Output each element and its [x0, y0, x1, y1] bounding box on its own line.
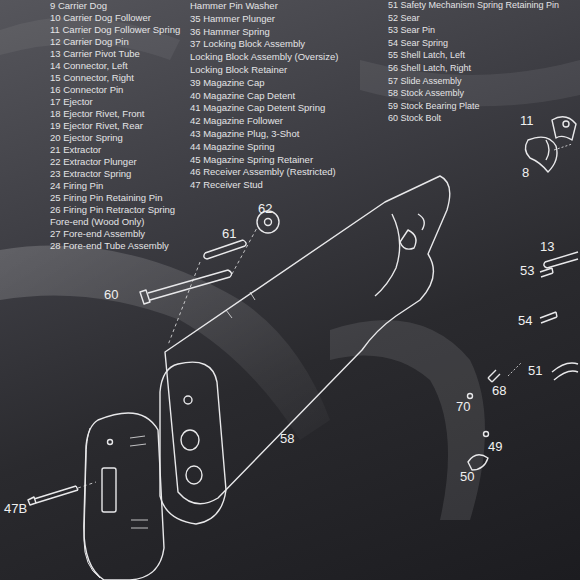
parts-list-item: 52 Sear: [388, 14, 420, 24]
parts-list-item: 20 Ejector Spring: [50, 133, 123, 143]
pin-hole: [563, 121, 569, 127]
parts-list-item: 9 Carrier Dog: [50, 1, 107, 11]
callout-number: 47B: [4, 502, 27, 516]
plate-hole: [186, 466, 202, 484]
pad-slot: [102, 468, 116, 512]
parts-list-item: 24 Firing Pin: [50, 181, 103, 191]
parts-list-item: 22 Extractor Plunger: [50, 157, 137, 167]
callout-number: 11: [520, 114, 534, 128]
callout-number: 8: [522, 166, 529, 180]
stock: [165, 176, 450, 504]
callout-number: 68: [492, 384, 506, 398]
alignment-line: [78, 482, 96, 488]
pivot-tube: [544, 252, 578, 268]
parts-list-item: 27 Fore-end Assembly: [50, 229, 145, 239]
parts-list-item: 12 Carrier Dog Pin: [50, 37, 129, 47]
parts-list-item: 11 Carrier Dog Follower Spring: [50, 25, 180, 35]
alignment-line: [508, 362, 522, 376]
stock-detail: [226, 292, 255, 318]
recoil-pad-edge: [84, 428, 100, 578]
part-outlines: [28, 117, 578, 580]
callout-number: 62: [258, 202, 272, 216]
stock-detail: [375, 214, 400, 296]
parts-list-item: 10 Carrier Dog Follower: [50, 13, 151, 23]
parts-list-item: 39 Magazine Cap: [190, 78, 264, 88]
sear-spring: [540, 312, 557, 323]
parts-list-item: 42 Magazine Follower: [190, 116, 283, 126]
alignment-line: [554, 144, 572, 150]
parts-list-item: Hammer Pin Washer: [190, 1, 278, 11]
parts-list-item: 51 Safety Mechanism Spring Retaining Pin: [388, 1, 559, 11]
parts-list-item: 36 Hammer Spring: [190, 27, 270, 37]
carrier-dog: [525, 137, 557, 172]
pin: [488, 370, 500, 382]
parts-list-item: 47 Receiver Stud: [190, 180, 263, 190]
callout-number: 54: [518, 314, 532, 328]
parts-list-item: 43 Magazine Plug, 3-Shot: [190, 129, 299, 139]
parts-list-item: 23 Extractor Spring: [50, 169, 131, 179]
callout-number: 49: [488, 440, 502, 454]
plate-hole: [184, 396, 192, 404]
callout-number: 13: [540, 240, 554, 254]
small-part: [468, 455, 488, 470]
parts-list-item: 56 Shell Latch, Right: [388, 64, 471, 74]
parts-list-item: 28 Fore-end Tube Assembly: [50, 241, 169, 251]
parts-list-item: 25 Firing Pin Retaining Pin: [50, 193, 162, 203]
parts-list-item: 60 Stock Bolt: [388, 114, 441, 124]
screw: [28, 486, 78, 505]
parts-list-item: Fore-end (Wood Only): [50, 217, 144, 227]
callout-number: 61: [222, 227, 236, 241]
bolt-head: [140, 290, 150, 304]
parts-list-item: 17 Ejector: [50, 97, 93, 107]
parts-list-item: 40 Magazine Cap Detent: [190, 91, 295, 101]
parts-list-item: 14 Connector, Left: [50, 61, 128, 71]
parts-list-item: 55 Shell Latch, Left: [388, 51, 465, 61]
parts-list-item: 53 Sear Pin: [388, 26, 435, 36]
detent-ball: [484, 432, 489, 437]
parts-list-item: 26 Firing Pin Retractor Spring: [50, 205, 175, 215]
pad-hole: [108, 440, 113, 445]
callout-number: 70: [456, 400, 470, 414]
parts-list-item: 45 Magazine Spring Retainer: [190, 155, 313, 165]
parts-list-item: 59 Stock Bearing Plate: [388, 102, 480, 112]
parts-list-item: 13 Carrier Pivot Tube: [50, 49, 140, 59]
hammer: [552, 117, 576, 140]
washer-hole: [265, 219, 272, 226]
parts-list-item: Locking Block Retainer: [190, 65, 287, 75]
recoil-pad: [84, 413, 164, 580]
bearing-plate: [160, 362, 226, 524]
pad-logo: [130, 436, 148, 528]
parts-list-item: 21 Extractor: [50, 145, 101, 155]
parts-list-item: 46 Receiver Assembly (Restricted): [190, 167, 336, 177]
alignment-line: [168, 226, 258, 345]
sleeve: [204, 240, 246, 259]
parts-list-item: 44 Magazine Spring: [190, 142, 275, 152]
parts-list-item: 19 Ejector Rivet, Rear: [50, 121, 143, 131]
parts-list-item: 37 Locking Block Assembly: [190, 39, 305, 49]
parts-list-item: 35 Hammer Plunger: [190, 14, 275, 24]
stock-detail: [400, 214, 424, 249]
parts-list-item: Locking Block Assembly (Oversize): [190, 52, 338, 62]
parts-list-item: 18 Ejector Rivet, Front: [50, 109, 145, 119]
parts-list-item: 57 Slide Assembly: [388, 77, 462, 87]
parts-list-item: 15 Connector, Right: [50, 73, 134, 83]
plate-hole: [181, 430, 199, 450]
callout-number: 58: [280, 432, 294, 446]
bolt-shaft: [148, 270, 232, 300]
parts-list-item: 54 Sear Spring: [388, 39, 448, 49]
safety-part: [552, 363, 578, 380]
parts-list-item: 58 Stock Assembly: [388, 89, 464, 99]
sear-pin: [540, 268, 553, 277]
parts-list-item: 16 Connector Pin: [50, 85, 123, 95]
callout-number: 50: [460, 470, 474, 484]
callout-number: 60: [104, 288, 118, 302]
callout-number: 51: [528, 364, 542, 378]
parts-list-item: 41 Magazine Cap Detent Spring: [190, 103, 325, 113]
detent-ball: [468, 394, 473, 399]
callout-number: 53: [520, 264, 534, 278]
